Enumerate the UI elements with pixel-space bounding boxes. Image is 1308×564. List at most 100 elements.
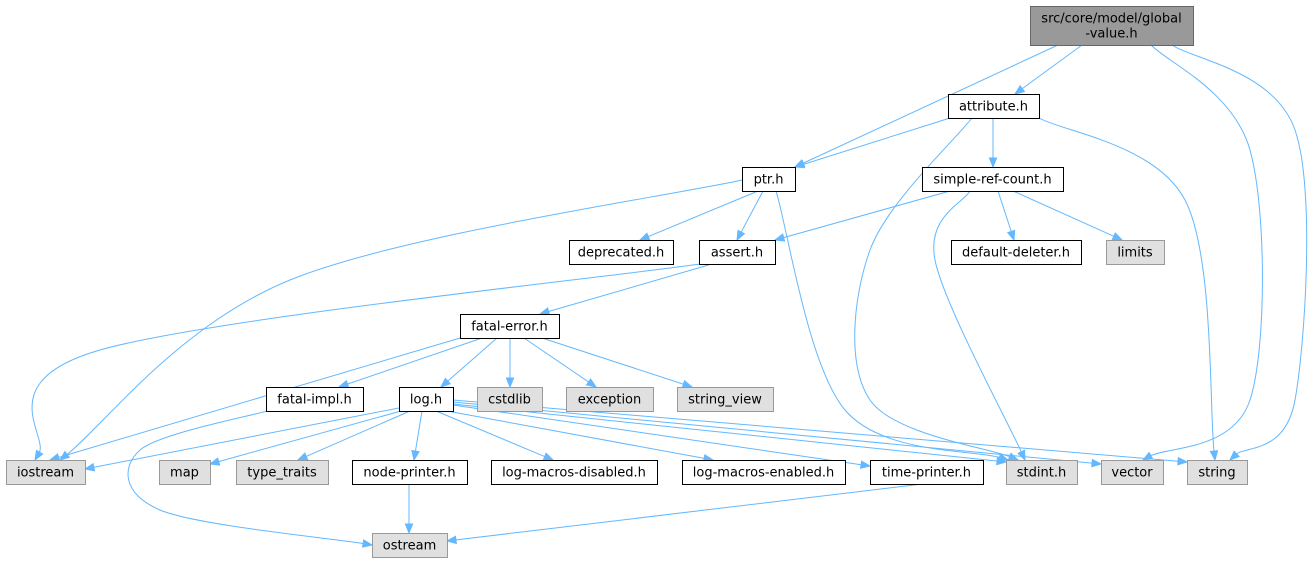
edge-attribute-h-to-string [1038, 117, 1219, 462]
node-label: fatal-error.h [471, 320, 548, 335]
node-label: map [170, 466, 199, 481]
node-deprecated-h[interactable]: deprecated.h [569, 240, 674, 265]
edge-attribute-h-to-ptr-h [793, 117, 951, 169]
edge-line [782, 190, 951, 239]
node-label: log.h [410, 393, 442, 408]
node-label: cstdlib [488, 393, 531, 408]
edge-arrowhead [1007, 452, 1020, 461]
edge-line [65, 179, 743, 456]
node-label: -value.h [1085, 27, 1137, 42]
node-box [569, 240, 674, 265]
node-simple-ref-count-h[interactable]: simple-ref-count.h [922, 167, 1064, 192]
node-box [1006, 460, 1078, 485]
node-label: attribute.h [959, 100, 1028, 115]
edge-simple-ref-count-h-to-stdint-h [933, 190, 1026, 462]
node-fatal-impl-h[interactable]: fatal-impl.h [266, 387, 364, 412]
edge-line [1012, 190, 1115, 238]
edge-ptr-h-to-iostream [58, 179, 743, 461]
node-log-h[interactable]: log.h [399, 387, 454, 412]
edge-log-h-to-log-macros-disabled-h [435, 410, 555, 461]
edge-arrowhead [1229, 450, 1240, 461]
node-node-printer-h[interactable]: node-printer.h [352, 460, 468, 485]
node-label: fatal-impl.h [277, 393, 351, 408]
edge-line [446, 337, 498, 383]
node-box [477, 387, 543, 412]
edge-simple-ref-count-h-to-default-deleter-h [997, 190, 1016, 242]
edge-arrowhead [445, 535, 457, 545]
edge-line [452, 403, 999, 462]
node-time-printer-h[interactable]: time-printer.h [870, 460, 984, 485]
edge-arrowhead [439, 377, 452, 388]
node-log-macros-enabled-h[interactable]: log-macros-enabled.h [682, 460, 846, 485]
edge-arrowhead [793, 159, 806, 169]
node-label: log-macros-disabled.h [502, 466, 646, 481]
edge-line [997, 190, 1012, 233]
edge-line [1021, 44, 1083, 90]
node-vector: vector [1101, 460, 1164, 485]
edge-log-h-to-map [208, 410, 402, 466]
edge-log-h-to-node-printer-h [411, 410, 423, 462]
edge-time-printer-h-to-ostream [445, 483, 923, 545]
edge-ptr-h-to-deprecated-h [638, 190, 759, 241]
edge-fatal-error-h-to-log-h [439, 337, 498, 388]
edge-arrowhead [773, 233, 786, 242]
edges-layer [31, 44, 1308, 548]
node-assert-h[interactable]: assert.h [699, 240, 776, 265]
node-fatal-error-h[interactable]: fatal-error.h [460, 314, 560, 339]
node-box [682, 460, 846, 485]
node-label: ostream [383, 539, 437, 554]
edge-arrowhead [585, 378, 598, 388]
edge-arrowhead [542, 452, 555, 461]
node-limits: limits [1106, 240, 1165, 265]
node-label: node-printer.h [363, 466, 455, 481]
edge-line [57, 337, 461, 459]
node-box [677, 387, 774, 412]
node-default-deleter-h[interactable]: default-deleter.h [951, 240, 1082, 265]
node-label: exception [578, 393, 642, 408]
node-box [236, 460, 329, 485]
node-label: type_traits [247, 466, 317, 481]
node-string-view: string_view [677, 387, 774, 412]
edge-line [452, 404, 863, 466]
edge-line [414, 410, 423, 453]
node-label: string [1198, 466, 1235, 481]
edge-arrowhead [1006, 229, 1016, 242]
node-label: assert.h [711, 246, 763, 261]
edge-line [523, 337, 590, 383]
node-exception: exception [566, 387, 654, 412]
edge-arrowhead [83, 462, 96, 472]
edge-arrowhead [681, 379, 694, 389]
edge-arrowhead [48, 453, 61, 462]
edge-arrowhead [34, 449, 44, 462]
edge-simple-ref-count-h-to-assert-h [773, 190, 951, 242]
node-box [566, 387, 654, 412]
edge-node-printer-h-to-ostream [404, 484, 414, 535]
node-ptr-h[interactable]: ptr.h [742, 167, 796, 192]
node-box [1187, 460, 1248, 485]
edge-attribute-h-to-simple-ref-count-h [988, 118, 998, 169]
edge-line [217, 410, 402, 463]
edge-line [802, 117, 951, 166]
node-global-value-h[interactable]: src/core/model/global-value.h [1030, 6, 1194, 46]
edge-arrowhead [1209, 450, 1219, 462]
node-type-traits: type_traits [236, 460, 329, 485]
edge-ptr-h-to-assert-h [736, 190, 764, 242]
node-attribute-h[interactable]: attribute.h [948, 94, 1040, 119]
node-string: string [1187, 460, 1248, 485]
node-box [922, 167, 1064, 192]
node-box [159, 460, 211, 485]
node-box [491, 460, 658, 485]
edge-assert-h-to-fatal-error-h [538, 263, 713, 316]
node-log-macros-disabled-h[interactable]: log-macros-disabled.h [491, 460, 658, 485]
node-label: simple-ref-count.h [933, 173, 1051, 188]
edge-ptr-h-to-stdint-h [775, 190, 1010, 462]
edge-fatal-error-h-to-fatal-impl-h [337, 337, 483, 389]
edge-line [740, 190, 764, 234]
edge-simple-ref-count-h-to-limits [1012, 190, 1124, 241]
edge-global-value-h-to-string [1171, 44, 1308, 461]
node-box [1106, 240, 1165, 265]
node-box [1101, 460, 1164, 485]
edge-fatal-error-h-to-string-view [541, 337, 694, 389]
node-box [870, 460, 984, 485]
node-label: src/core/model/global [1041, 12, 1181, 27]
